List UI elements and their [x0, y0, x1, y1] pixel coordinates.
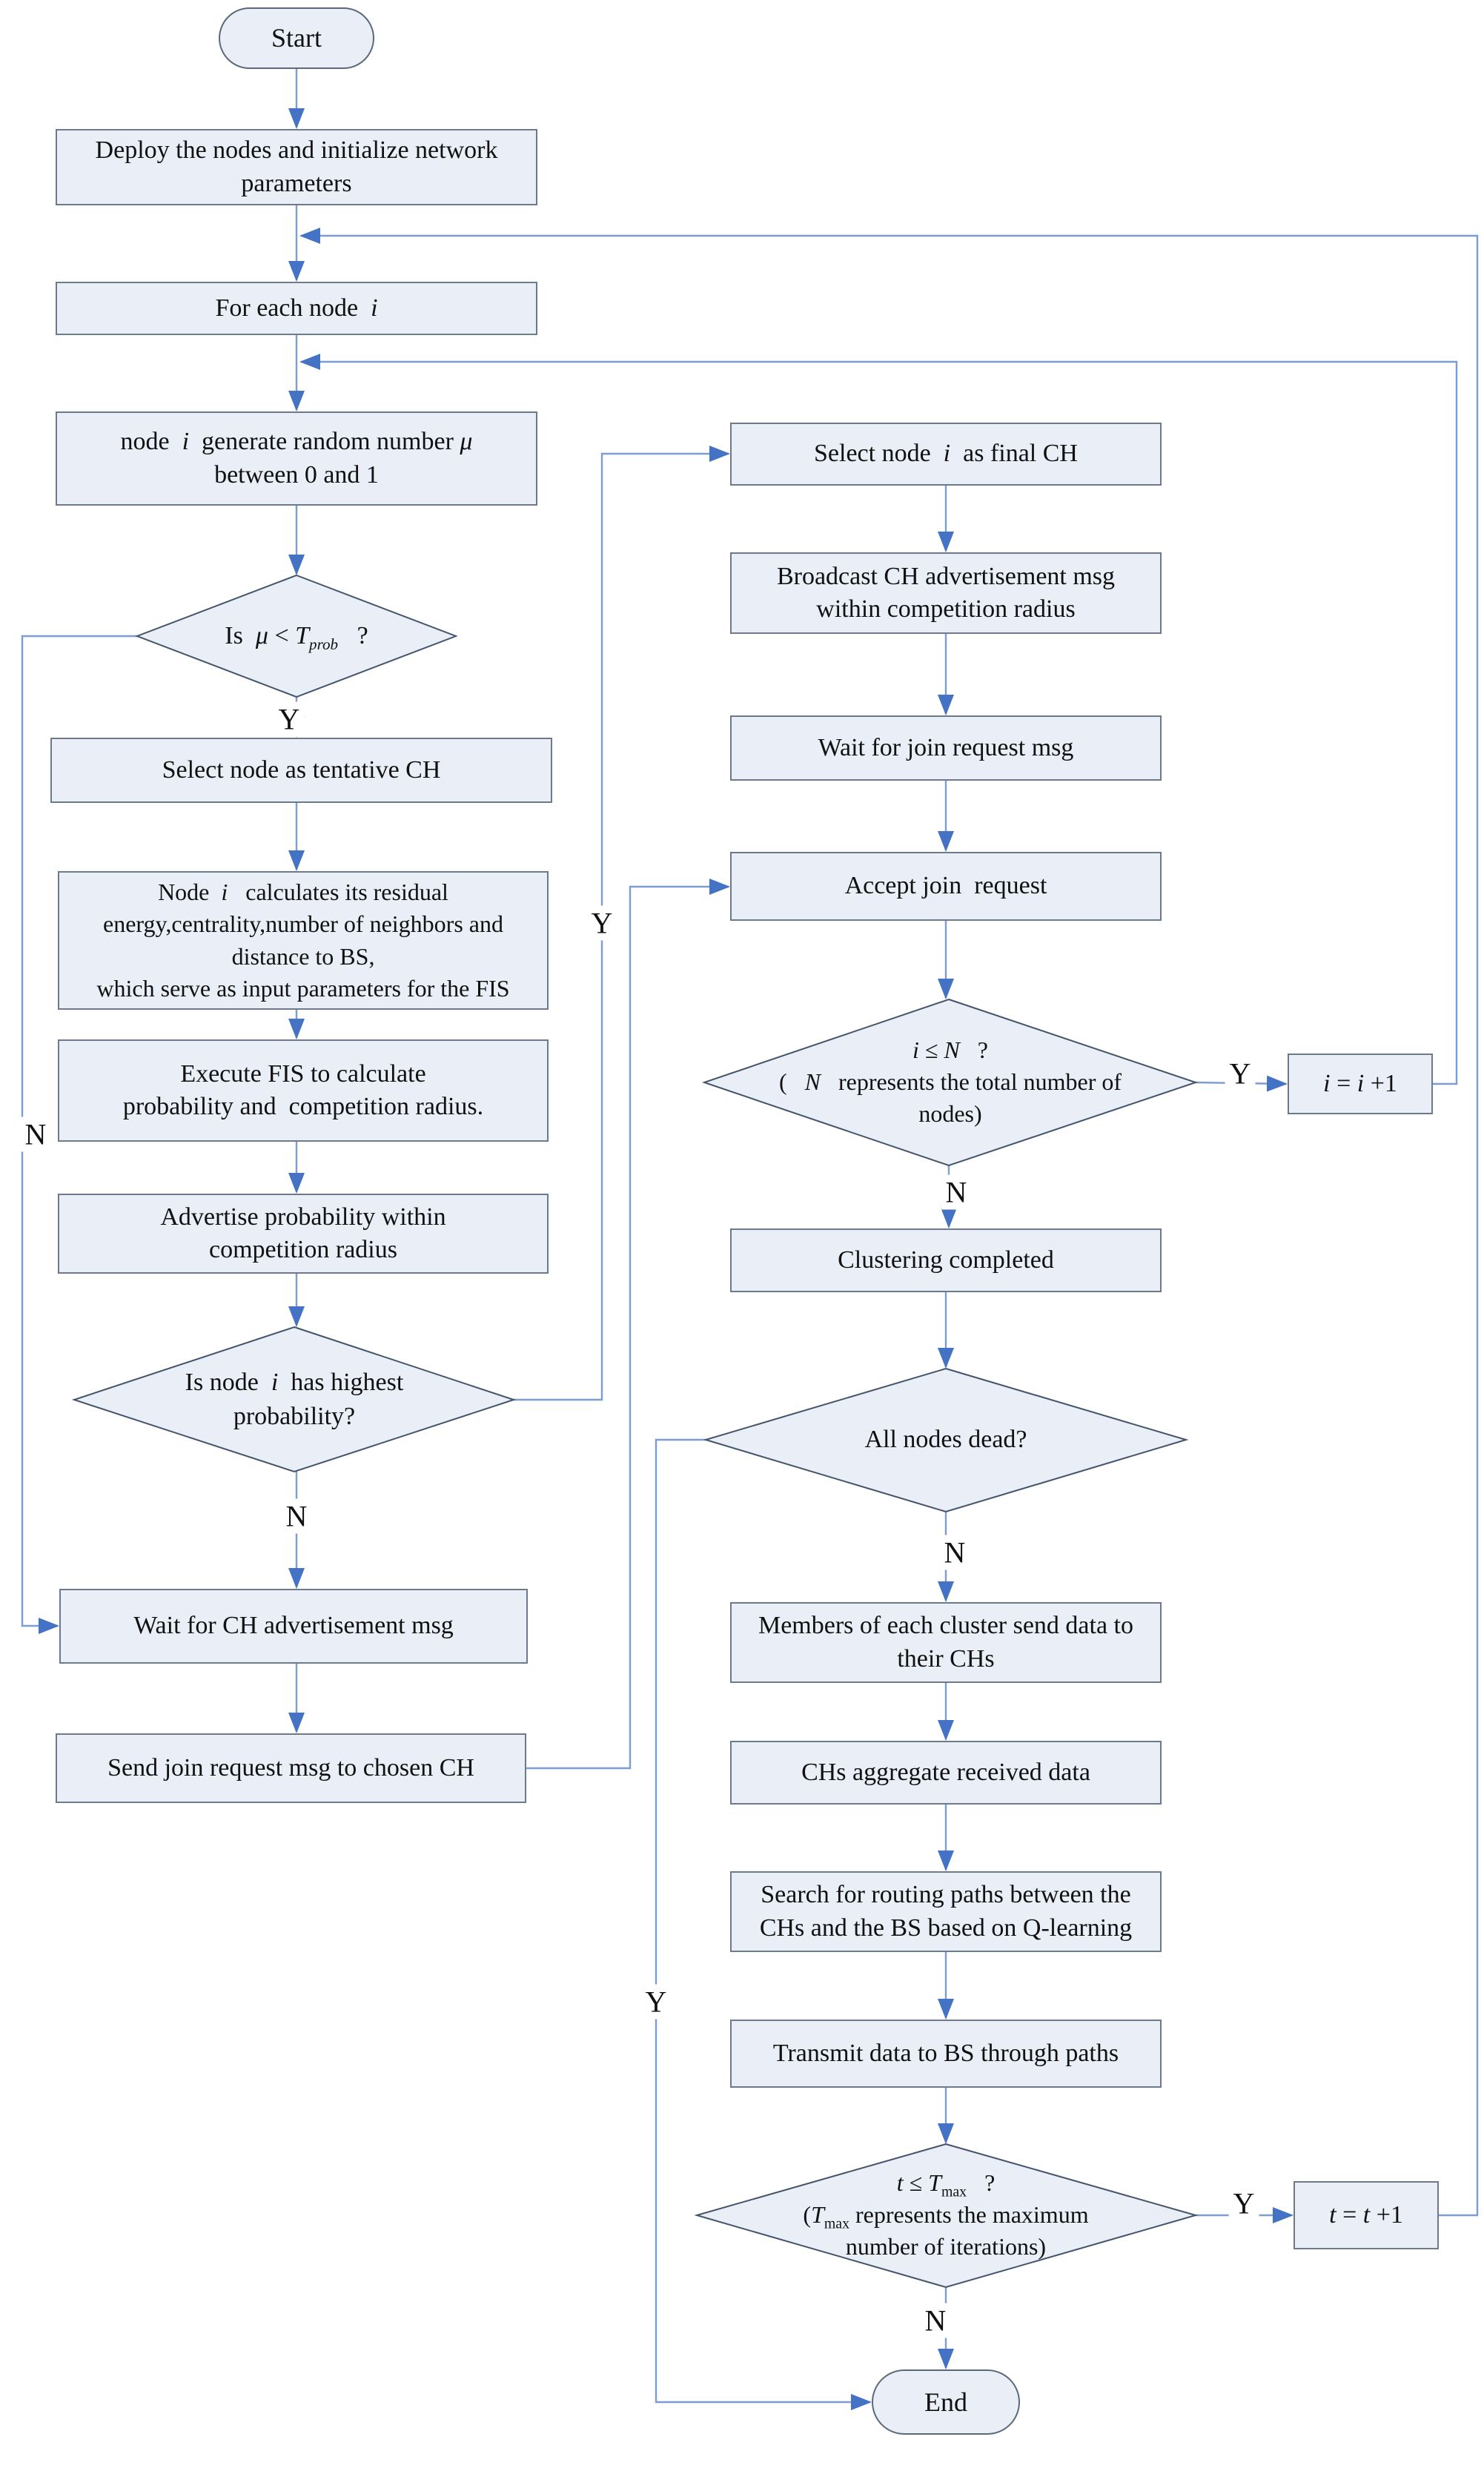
decision-highest-probability — [71, 1326, 517, 1473]
edge-label-no-left: N — [20, 1117, 51, 1152]
process-select-tentative-ch: Select node as tentative CH — [50, 738, 552, 803]
process-wait-join-request: Wait for join request msg — [730, 715, 1162, 781]
connector-dead-yes-to-end — [655, 1438, 872, 2410]
process-clustering-completed: Clustering completed — [730, 1228, 1162, 1292]
edge-label-yes-highest: Y — [586, 905, 617, 941]
decision-i-n-text: i ≤ N ?( N represents the total number o… — [778, 1036, 1122, 1128]
decision-all-nodes-dead — [703, 1367, 1189, 1513]
process-wait-ch-advertisement: Wait for CH advertisement msg — [59, 1589, 528, 1664]
decision-dead-text: All nodes dead? — [864, 1426, 1027, 1454]
process-for-each-node: For each node i — [56, 282, 537, 335]
edge-label-no-dead: N — [939, 1535, 970, 1570]
decision-t-less-than-tmax — [694, 2143, 1199, 2289]
edge-label-no-t: N — [920, 2303, 951, 2338]
process-increment-i: i = i +1 — [1288, 1054, 1433, 1114]
end-label: End — [924, 2387, 967, 2417]
decision-mu-text: Is μ < Tprob ? — [225, 622, 368, 653]
process-aggregate-data: CHs aggregate received data — [730, 1741, 1162, 1805]
process-send-join-request: Send join request msg to chosen CH — [56, 1733, 526, 1803]
process-transmit-data: Transmit data to BS through paths — [730, 2020, 1162, 2088]
connector-inci-loop-to-generate — [299, 354, 1458, 1085]
edge-label-yes-mu: Y — [274, 701, 305, 737]
edge-label-yes-dead: Y — [640, 1984, 672, 2020]
start-label: Start — [271, 23, 322, 53]
edge-label-yes-t: Y — [1228, 2186, 1259, 2221]
edge-label-no-highest: N — [281, 1498, 312, 1534]
start-terminator: Start — [219, 7, 374, 69]
process-increment-t: t = t +1 — [1293, 2181, 1439, 2249]
process-accept-join-request: Accept join request — [730, 852, 1162, 921]
connector-inct-loop-to-foreach — [299, 228, 1479, 2217]
decision-mu-threshold — [135, 574, 458, 698]
edge-label-no-in: N — [941, 1174, 972, 1210]
process-select-final-ch: Select node i as final CH — [730, 423, 1162, 486]
end-terminator: End — [872, 2369, 1020, 2435]
connector-sendjoin-to-acceptjoin — [526, 879, 730, 1770]
decision-i-less-than-n — [701, 998, 1199, 1167]
edge-label-yes-in: Y — [1225, 1056, 1256, 1091]
